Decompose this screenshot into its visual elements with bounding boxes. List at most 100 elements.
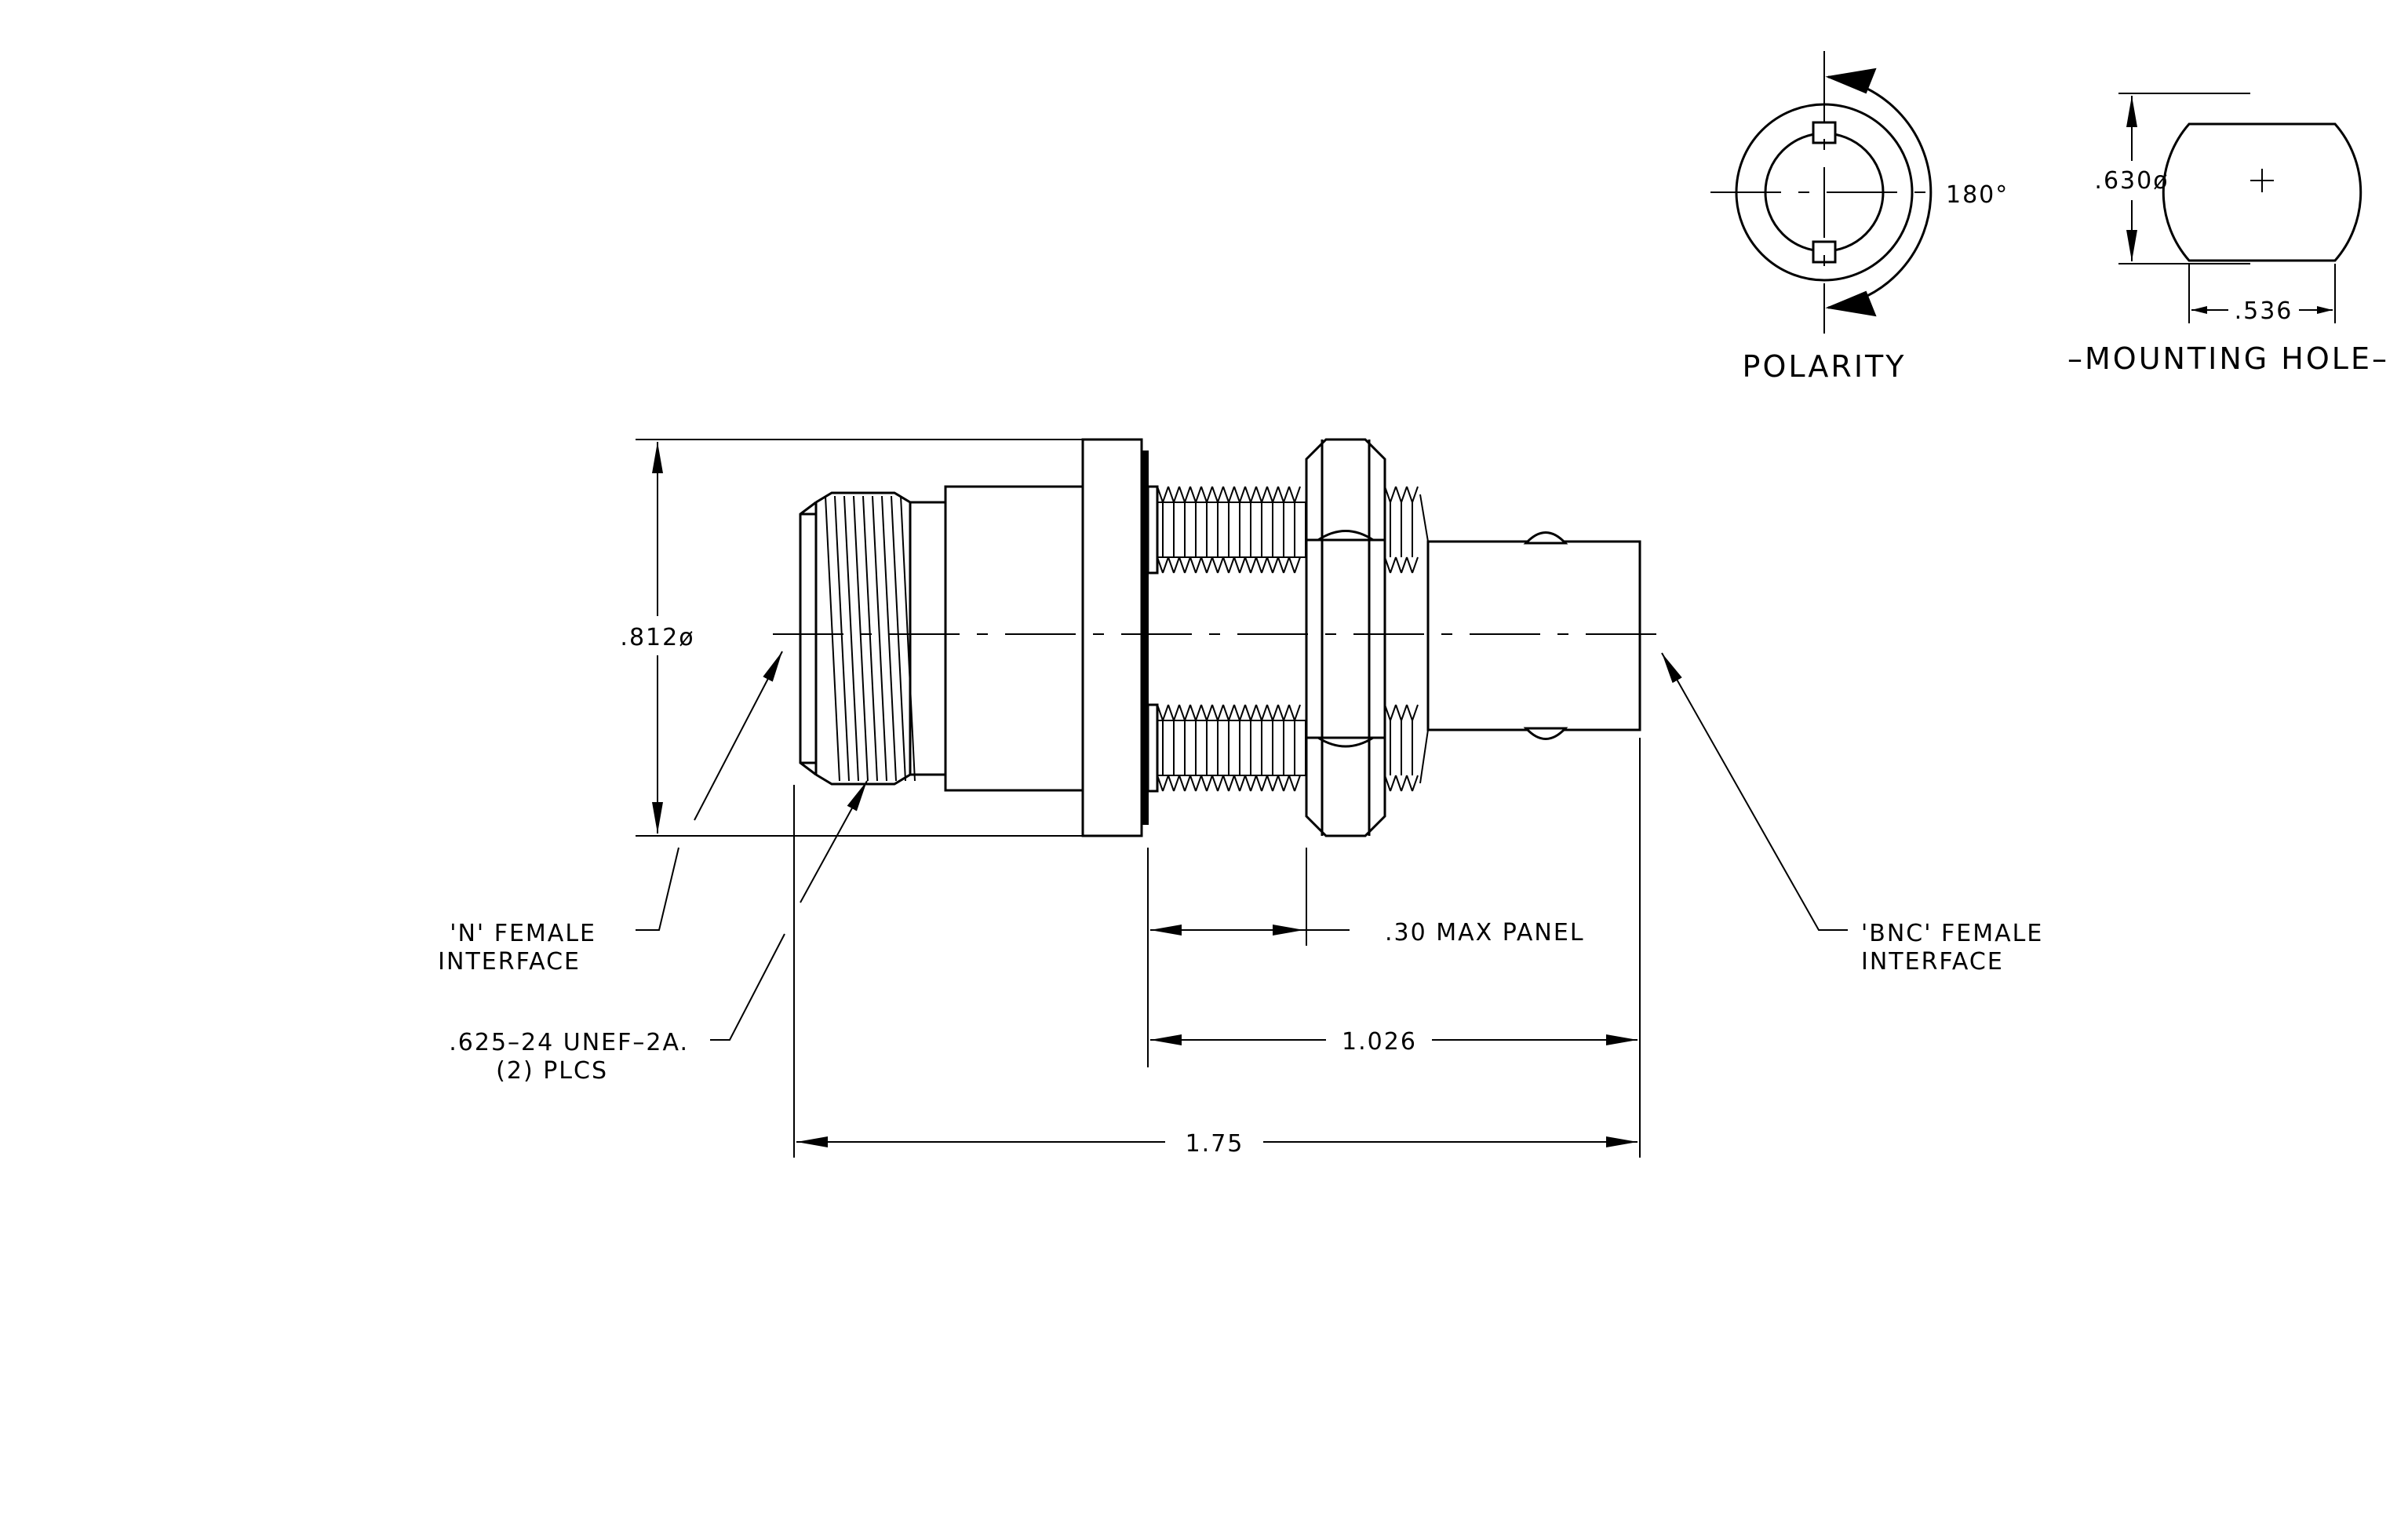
bulkhead-thread-tooth <box>1233 704 1240 721</box>
n-thread-line <box>825 495 840 782</box>
bulkhead-thread-tooth <box>1200 704 1208 721</box>
bulkhead-thread-tooth <box>1255 775 1262 792</box>
bulkhead-thread-tooth <box>1261 486 1268 503</box>
mounting-hole-view: .630ø .536 –MOUNTING HOLE– <box>2067 93 2389 376</box>
bulkhead-thread-tooth <box>1250 704 1257 721</box>
bulkhead-thread-tooth <box>1401 486 1408 503</box>
hex-nut-outline <box>1305 438 1386 837</box>
hex-nut-curve-bottom <box>1317 736 1374 748</box>
bulkhead-thread-tooth <box>1401 556 1408 574</box>
n-interface-label-2: INTERFACE <box>438 948 581 976</box>
flange <box>1081 438 1143 837</box>
bulkhead-thread-tooth <box>1395 486 1402 503</box>
bulkhead-thread-tooth <box>1390 486 1397 503</box>
dim-175-label: 1.75 <box>1186 1130 1244 1158</box>
body-diameter-label: .812ø <box>620 624 694 651</box>
mounting-hole-outline <box>2162 122 2362 262</box>
n-thread-line <box>881 495 897 782</box>
bulkhead-thread-tooth <box>1288 556 1295 574</box>
bulkhead-thread-tooth <box>1272 775 1279 792</box>
bulkhead-thread-tooth <box>1206 704 1213 721</box>
thread-label-1: .625–24 UNEF–2A. <box>449 1029 689 1056</box>
bulkhead-thread-tooth <box>1272 556 1279 574</box>
bulkhead-thread-tooth <box>1233 775 1240 792</box>
bulkhead-thread-tooth <box>1200 775 1208 792</box>
bulkhead-thread-tooth <box>1283 775 1290 792</box>
bulkhead-thread-tooth <box>1211 775 1219 792</box>
thread-leader-foot <box>710 933 785 1041</box>
bulkhead-thread-tooth <box>1294 775 1301 792</box>
bulkhead-thread-tooth <box>1168 775 1175 792</box>
n-thread-line <box>853 495 869 782</box>
bulkhead-thread-tooth <box>1277 704 1284 721</box>
dimensions: .812ø .30 MAX PANEL 1.026 1.75 <box>620 439 1641 1158</box>
bulkhead-thread-tooth <box>1157 556 1164 574</box>
bulkhead-thread-tooth <box>1401 704 1408 721</box>
bulkhead-thread-tooth <box>1195 556 1202 574</box>
polarity-title: POLARITY <box>1743 349 1907 384</box>
bulkhead-thread-tooth <box>1283 486 1290 503</box>
bulkhead-thread-tooth <box>1157 486 1164 503</box>
bulkhead-thread-tooth <box>1211 556 1219 574</box>
bulkhead-thread-lines <box>1157 486 1429 792</box>
polarity-rotation-arc <box>1827 75 1933 309</box>
n-front-chamfer <box>799 501 817 776</box>
bulkhead-thread-tooth <box>1195 486 1202 503</box>
bulkhead-thread-tooth <box>1390 775 1397 792</box>
bulkhead-thread-tooth <box>1266 556 1273 574</box>
thread-shoulder-lower <box>1146 703 1159 793</box>
bulkhead-thread-tooth <box>1157 775 1164 792</box>
connector-side-view <box>773 438 1667 837</box>
bulkhead-thread-tooth <box>1157 704 1164 721</box>
bulkhead-thread-tooth <box>1217 486 1224 503</box>
n-body <box>944 485 1084 792</box>
panel-label: .30 MAX PANEL <box>1385 919 1585 947</box>
bulkhead-thread-tooth <box>1261 775 1268 792</box>
bulkhead-thread-tooth <box>1255 556 1262 574</box>
polarity-view: 180° POLARITY <box>1710 51 2007 384</box>
n-interface-label-1: 'N' FEMALE <box>450 920 596 947</box>
bnc-body <box>1426 540 1641 731</box>
bulkhead-thread-tooth <box>1189 556 1197 574</box>
bulkhead-thread-tooth <box>1412 775 1419 792</box>
bulkhead-thread-tooth <box>1200 556 1208 574</box>
bulkhead-thread-tooth <box>1162 704 1169 721</box>
bulkhead-thread-tooth <box>1244 775 1251 792</box>
bulkhead-thread-tooth <box>1162 486 1169 503</box>
mounting-hole-title: –MOUNTING HOLE– <box>2067 341 2389 376</box>
bulkhead-thread-tooth <box>1211 704 1219 721</box>
bulkhead-thread-tooth <box>1195 704 1202 721</box>
bulkhead-thread-tooth <box>1261 704 1268 721</box>
n-thread-line <box>843 495 859 782</box>
bulkhead-thread-tooth <box>1294 486 1301 503</box>
thread-label-2: (2) PLCS <box>496 1057 608 1085</box>
bulkhead-thread-tooth <box>1244 704 1251 721</box>
bulkhead-thread-tooth <box>1217 775 1224 792</box>
hole-width-label: .536 <box>2235 297 2293 325</box>
bulkhead-thread-tooth <box>1288 775 1295 792</box>
bulkhead-thread-tooth <box>1412 704 1419 721</box>
bulkhead-thread-tooth <box>1395 775 1402 792</box>
bulkhead-thread-tooth <box>1200 486 1208 503</box>
bulkhead-thread-tooth <box>1168 704 1175 721</box>
n-interface-leader-foot <box>636 847 679 931</box>
bulkhead-thread-tooth <box>1228 704 1235 721</box>
bulkhead-thread-tooth <box>1244 556 1251 574</box>
bulkhead-thread-tooth <box>1173 775 1180 792</box>
bulkhead-thread-tooth <box>1266 775 1273 792</box>
bulkhead-thread-tooth <box>1178 486 1186 503</box>
bulkhead-thread-tooth <box>1239 775 1246 792</box>
bulkhead-thread-tooth <box>1250 775 1257 792</box>
bulkhead-thread-tooth <box>1294 556 1301 574</box>
bulkhead-thread-tooth <box>1173 704 1180 721</box>
bulkhead-thread-tooth <box>1390 556 1397 574</box>
bulkhead-thread-tooth <box>1406 486 1413 503</box>
bulkhead-thread-tooth <box>1222 704 1230 721</box>
bulkhead-thread-tooth <box>1406 775 1413 792</box>
n-thread-line <box>900 495 916 782</box>
bulkhead-thread-tooth <box>1211 486 1219 503</box>
bulkhead-thread-tooth <box>1277 775 1284 792</box>
bulkhead-thread-tooth <box>1222 775 1230 792</box>
bulkhead-thread-tooth <box>1168 556 1175 574</box>
bulkhead-thread-tooth <box>1406 556 1413 574</box>
